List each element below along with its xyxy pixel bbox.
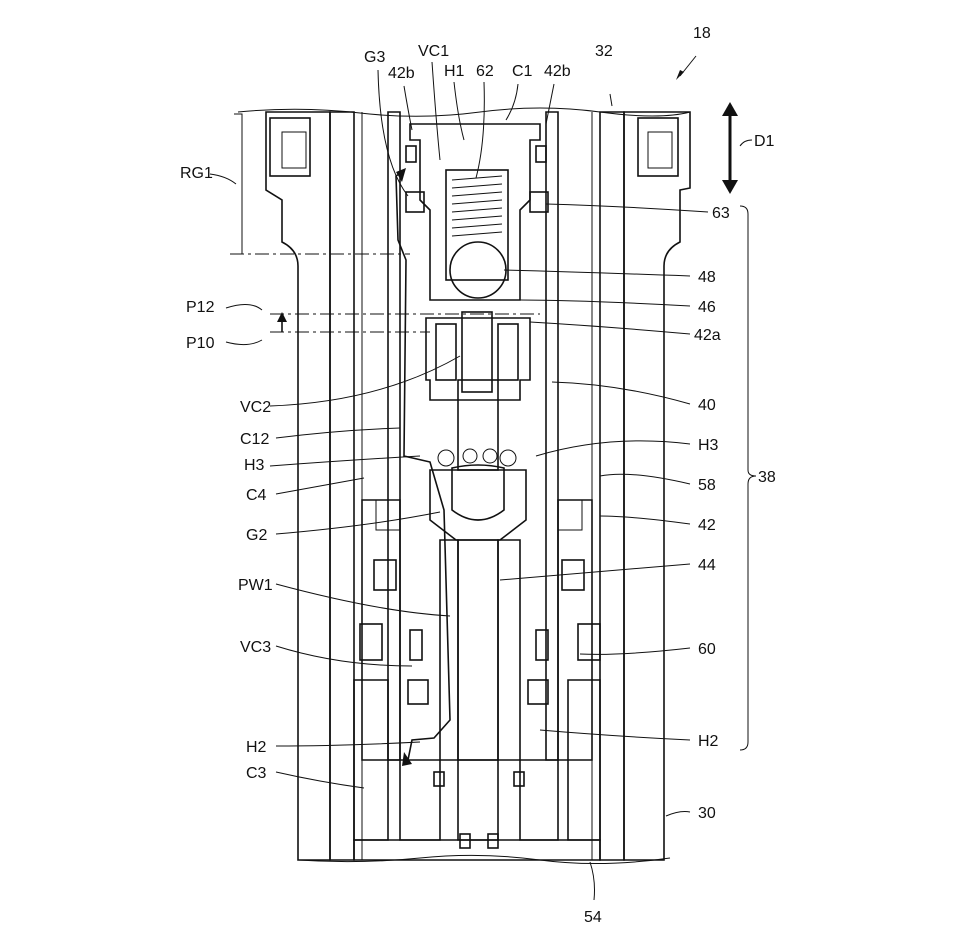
label-g3: G3: [364, 49, 385, 66]
outer-tube-30: [265, 111, 691, 861]
label-46: 46: [698, 299, 716, 316]
seal-63-right: [529, 191, 549, 213]
spring-62: [451, 175, 503, 237]
label-h2-right: H2: [698, 733, 719, 750]
rod-44: [439, 539, 521, 841]
label-h2-left: H2: [246, 739, 267, 756]
lower-sleeve-42: [361, 499, 593, 761]
bracket-38: [739, 205, 757, 751]
label-54: 54: [584, 909, 602, 926]
top-break-line: [237, 107, 691, 117]
base-54: [353, 679, 601, 861]
label-42b-right: 42b: [544, 63, 571, 80]
label-44: 44: [698, 557, 716, 574]
label-42a: 42a: [694, 327, 721, 344]
label-42b-left: 42b: [388, 65, 415, 82]
label-h1: H1: [444, 63, 465, 80]
label-62: 62: [476, 63, 494, 80]
label-c1: C1: [512, 63, 533, 80]
label-pw1: PW1: [238, 577, 273, 594]
label-p12: P12: [186, 299, 215, 316]
inner-tube-32: [329, 111, 625, 861]
flow-arrowhead-top: [396, 168, 406, 182]
label-40: 40: [698, 397, 716, 414]
flow-path-pw1: [395, 171, 451, 761]
label-18: 18: [693, 25, 711, 42]
label-c3: C3: [246, 765, 267, 782]
label-42: 42: [698, 517, 716, 534]
piston-tube-40: [387, 111, 559, 761]
label-vc1: VC1: [418, 43, 449, 60]
p-arrow: [277, 312, 287, 332]
label-d1: D1: [754, 133, 775, 150]
check-ball-48: [449, 241, 507, 299]
label-h3-left: H3: [244, 457, 265, 474]
label-48: 48: [698, 269, 716, 286]
label-58: 58: [698, 477, 716, 494]
d1-arrow: [722, 102, 738, 194]
label-rg1: RG1: [180, 165, 213, 182]
label-32: 32: [595, 43, 613, 60]
label-30: 30: [698, 805, 716, 822]
small-spring: [437, 448, 517, 467]
seals-60: [359, 559, 601, 705]
thread-pockets: [269, 117, 679, 177]
label-h3-right: H3: [698, 437, 719, 454]
label-vc3: VC3: [240, 639, 271, 656]
label-vc2: VC2: [240, 399, 271, 416]
leader-lines: [209, 55, 753, 901]
piston-body-42: [425, 311, 531, 541]
bottom-break-line: [297, 854, 671, 865]
label-63: 63: [712, 205, 730, 222]
label-38: 38: [758, 469, 776, 486]
label-60: 60: [698, 641, 716, 658]
labels: 18 G3 VC1 42b H1 62 C1 42b 32 D1 RG1 63 …: [180, 25, 776, 926]
upper-valve-body: [405, 123, 549, 301]
label-c4: C4: [246, 487, 267, 504]
seal-63-left: [405, 191, 425, 213]
arrow-18: [676, 70, 684, 80]
label-g2: G2: [246, 527, 267, 544]
label-p10: P10: [186, 335, 215, 352]
label-c12: C12: [240, 431, 269, 448]
rg1-bracket: [234, 113, 243, 255]
flow-arrowhead-bottom: [402, 752, 412, 766]
